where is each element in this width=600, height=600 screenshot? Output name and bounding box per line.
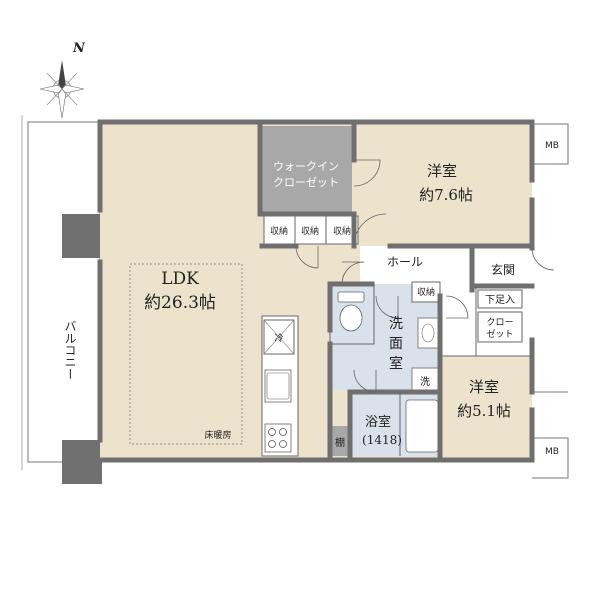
washer-label: 洗 — [420, 376, 430, 388]
ldk-name: LDK — [161, 269, 199, 289]
balcony-label: バルコニー — [63, 320, 77, 380]
bathtub-icon — [405, 399, 439, 453]
walls — [97, 119, 535, 463]
storage-label-4: 収納 — [417, 286, 435, 298]
shelf — [330, 426, 350, 456]
floor-heating-zone — [129, 263, 243, 445]
entrance-closet-label-2: ゼット — [486, 328, 513, 340]
storage-label-1: 収納 — [270, 225, 288, 237]
toilet-icon — [339, 304, 363, 332]
entrance-closet — [477, 311, 523, 343]
entrance-closet-label-1: クロー — [486, 317, 513, 328]
western-room-large-name: 洋室 — [427, 162, 457, 180]
washroom-label-3: 室 — [389, 355, 403, 372]
north-arrow-icon — [58, 60, 66, 89]
washroom-label-2: 面 — [389, 336, 403, 352]
washbasin-icon — [417, 317, 439, 349]
shelf-label: 棚 — [335, 436, 345, 449]
western-room-large-area: 約7.6帖 — [419, 186, 473, 204]
storage-label-2: 収納 — [301, 225, 319, 237]
balcony: バルコニー — [21, 115, 102, 484]
meter-boxes — [532, 123, 569, 479]
shoe-closet-label: 下足入 — [485, 294, 515, 306]
mb-label-bottom: MB — [545, 447, 559, 457]
floor-heating-label: 床暖房 — [204, 429, 231, 441]
storage-label-3: 収納 — [333, 225, 351, 237]
fridge-label: 冷 — [274, 332, 283, 344]
entrance — [472, 246, 532, 286]
north-label: N — [72, 41, 86, 56]
ldk-area: 約26.3帖 — [144, 293, 216, 313]
sink-icon — [264, 369, 292, 403]
entrance-label: 玄関 — [491, 262, 515, 277]
walk-in-closet — [262, 126, 352, 214]
western-room-small-area: 約5.1帖 — [457, 402, 511, 420]
mb-label-top: MB — [545, 141, 559, 151]
walk-in-label-1: ウォークイン — [273, 160, 339, 173]
doors — [295, 159, 555, 393]
bath-label: 浴室 — [365, 414, 391, 430]
compass-rose: N — [39, 41, 86, 119]
walk-in-label-2: クローゼット — [273, 176, 339, 189]
shoe-closet — [477, 289, 523, 309]
washroom-label-1: 洗 — [389, 316, 403, 332]
hall-label: ホール — [387, 255, 423, 269]
stove-icon — [264, 423, 292, 453]
western-room-small-name: 洋室 — [469, 378, 499, 396]
bath-size: (1418) — [362, 433, 402, 447]
